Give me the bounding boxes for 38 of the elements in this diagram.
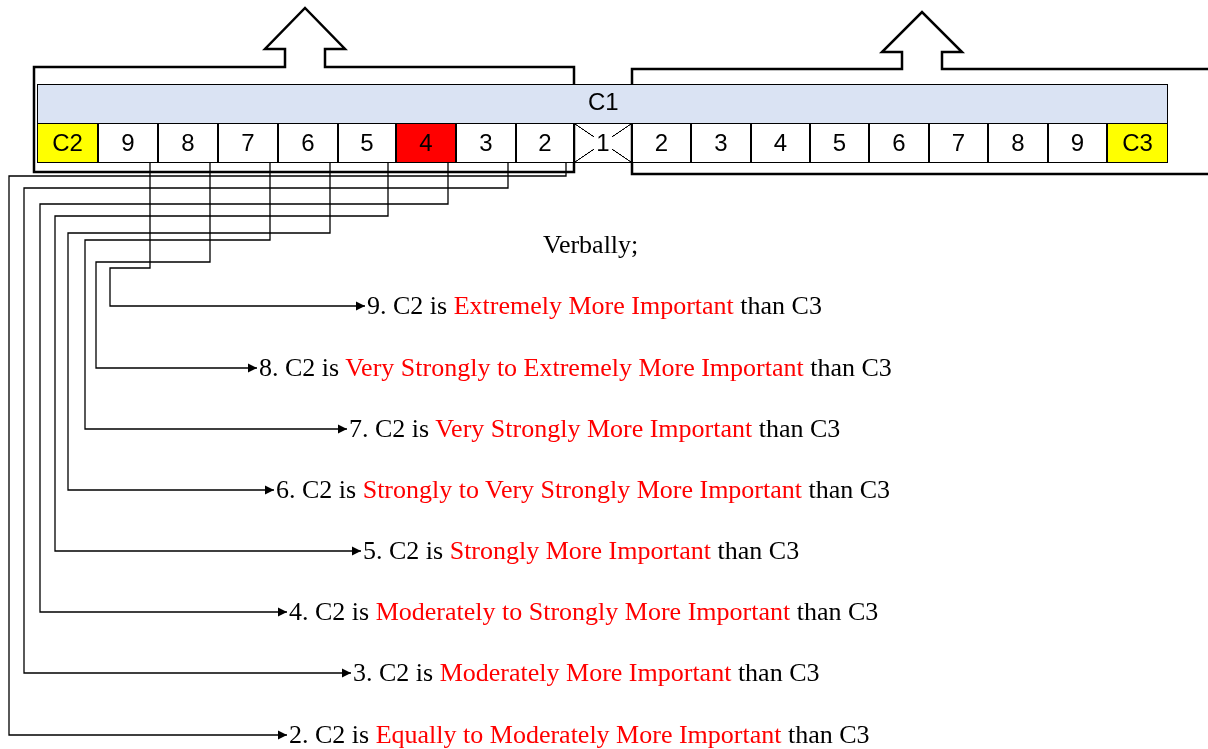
scale-cell: 4 (751, 123, 810, 163)
scale-cell: 5 (810, 123, 869, 163)
scale-cell: 6 (869, 123, 929, 163)
scale-cell: 2 (632, 123, 691, 163)
scale-statement: 6. C2 is Strongly to Very Strongly More Important than C3 (276, 475, 891, 505)
scale-cell: C3 (1107, 123, 1168, 163)
scale-cell: 2 (516, 123, 574, 163)
scale-cell: 7 (218, 123, 278, 163)
heading-text: Verbally; (543, 230, 639, 260)
scale-cell: 4 (396, 123, 456, 163)
leader-line (39, 161, 449, 617)
scale-statement: 4. C2 is Moderately to Strongly More Important than C3 (289, 597, 879, 627)
leader-line (95, 161, 258, 373)
scale-statement: 9. C2 is Extremely More Important than C3 (367, 291, 822, 321)
scale-cell: 8 (988, 123, 1048, 163)
scale-cell: 6 (278, 123, 338, 163)
leader-line (54, 161, 389, 556)
scale-statement: 8. C2 is Very Strongly to Extremely More Important than C3 (259, 353, 892, 383)
criterion-band (37, 84, 1168, 124)
scale-cell: 5 (338, 123, 396, 163)
leader-line (23, 161, 509, 678)
leader-line (84, 161, 348, 434)
scale-statement: 7. C2 is Very Strongly More Important than C3 (349, 414, 841, 444)
scale-statement: 2. C2 is Equally to Moderately More Important than C3 (289, 720, 870, 749)
leader-line (8, 161, 567, 740)
leader-line (109, 161, 366, 311)
scale-cell: 3 (456, 123, 516, 163)
scale-statement: 3. C2 is Moderately More Important than C3 (353, 658, 820, 688)
scale-cell: 3 (691, 123, 751, 163)
scale-cell: 9 (1048, 123, 1107, 163)
leader-line (67, 161, 331, 495)
scale-cell: 7 (929, 123, 988, 163)
scale-cell: C2 (37, 123, 98, 163)
scale-cell: 1 (574, 123, 632, 163)
scale-cell: 9 (98, 123, 158, 163)
criterion-label: C1 (588, 88, 619, 116)
scale-statement: 5. C2 is Strongly More Important than C3 (363, 536, 800, 566)
scale-cell: 8 (158, 123, 218, 163)
